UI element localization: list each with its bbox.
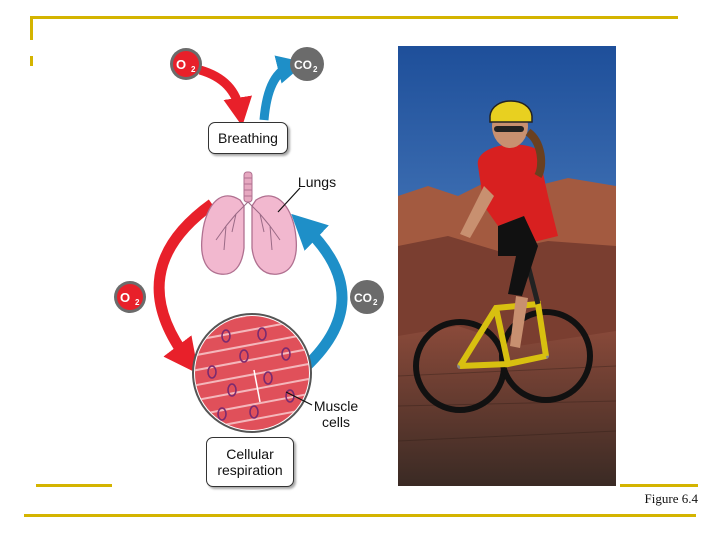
cellular-respiration-line1: Cellular	[226, 446, 274, 462]
figure-caption: Figure 6.4	[644, 491, 698, 506]
frame-mid-line-left	[36, 484, 112, 487]
o2-circulation-arrow	[153, 199, 216, 375]
cellular-respiration-box: Cellular respiration	[206, 437, 294, 487]
breathing-label: Breathing	[218, 130, 278, 146]
frame-top-line	[30, 16, 678, 19]
co2-circulation-arrow	[291, 213, 348, 377]
co2-badge-right-label: CO	[354, 291, 372, 305]
co2-badge-top: CO 2	[290, 47, 324, 81]
o2-badge-left-label: O	[120, 290, 130, 305]
co2-exhale-arrow	[259, 55, 306, 121]
frame-mid-line-right	[620, 484, 698, 487]
co2-badge-top-sub: 2	[313, 65, 318, 74]
muscle-cells-illustration	[192, 313, 312, 433]
muscle-cells-label: Muscle cells	[308, 398, 364, 430]
lungs-leader-line	[277, 187, 301, 213]
lungs-illustration	[200, 171, 298, 275]
o2-badge-left-sub: 2	[135, 298, 140, 307]
o2-badge-top-sub: 2	[191, 65, 196, 74]
cyclist-photo	[398, 46, 616, 486]
frame-bottom-line	[24, 514, 696, 517]
cyclist-photo-drawing	[398, 46, 616, 486]
muscle-cells-line1: Muscle	[313, 398, 359, 414]
o2-badge-top: O 2	[170, 48, 202, 80]
breathing-box: Breathing	[208, 122, 288, 154]
lungs-label: Lungs	[297, 174, 337, 190]
co2-badge-right-sub: 2	[373, 298, 378, 307]
co2-badge-top-label: CO	[294, 58, 312, 72]
muscle-leader-line	[285, 391, 313, 406]
o2-inhale-arrow	[198, 65, 252, 127]
frame-left-line	[30, 16, 33, 40]
cellular-respiration-line2: respiration	[217, 462, 283, 478]
muscle-cells-line2: cells	[321, 414, 350, 430]
co2-badge-right: CO 2	[350, 280, 384, 314]
frame-left-tick	[30, 56, 33, 66]
o2-badge-left: O 2	[114, 281, 146, 313]
o2-badge-top-label: O	[176, 57, 186, 72]
